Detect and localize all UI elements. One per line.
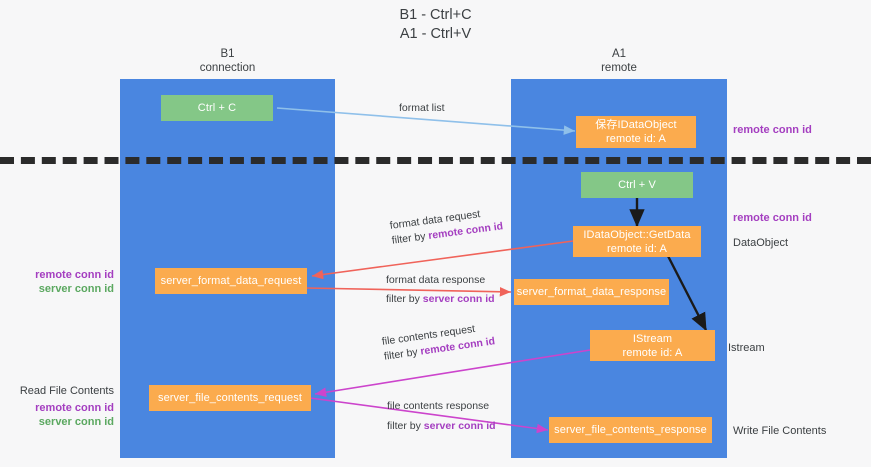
- annotation-right-write-file-contents: Write File Contents: [733, 425, 827, 437]
- edge-label-format-data-response-key: server conn id: [422, 293, 495, 305]
- node-ctrl-v-label: Ctrl + V: [618, 179, 656, 191]
- column-header-a1-role: remote: [601, 62, 637, 74]
- node-istream-line2: remote id: A: [622, 346, 683, 359]
- column-header-a1-name: A1: [611, 48, 627, 60]
- edge-label-format-data-request: format data request filter by remote con…: [389, 204, 504, 248]
- edge-label-file-contents-response-line2: filter by server conn id: [387, 419, 496, 434]
- phase-separator: [0, 157, 871, 164]
- edge-label-file-contents-request: file contents request filter by remote c…: [381, 319, 496, 364]
- edge-label-format-data-response: format data response filter by server co…: [386, 273, 495, 307]
- node-server-file-contents-request-label: server_file_contents_request: [157, 392, 303, 404]
- node-server-file-contents-response-label: server_file_contents_response: [554, 424, 707, 436]
- node-getdata-line2: remote id: A: [607, 242, 667, 255]
- annotation-left-remote-conn-id-bot: remote conn id: [35, 402, 114, 414]
- edge-label-format-data-response-line2: filter by server conn id: [386, 292, 495, 307]
- annotation-left-read-file-contents: Read File Contents: [19, 385, 114, 397]
- node-save-dataobject-line1: 保存IDataObject: [595, 119, 677, 131]
- node-server-file-contents-response[interactable]: server_file_contents_response: [549, 417, 712, 443]
- node-getdata[interactable]: IDataObject::GetData remote id: A: [573, 226, 701, 257]
- node-save-dataobject[interactable]: 保存IDataObject remote id: A: [576, 116, 696, 148]
- annotation-right-remote-conn-id-top: remote conn id: [733, 124, 812, 136]
- column-header-a1: A1 remote: [511, 47, 727, 75]
- annotation-left-server-conn-id-mid: server conn id: [38, 283, 114, 295]
- edge-label-file-contents-request-prefix: filter by: [383, 345, 422, 363]
- annotation-left-conn-ids-mid: remote conn id server conn id: [0, 268, 114, 296]
- node-istream-line1: IStream: [632, 332, 673, 345]
- annotation-right-remote-conn-id-mid: remote conn id: [733, 212, 812, 224]
- edge-label-file-contents-response-line1: file contents response: [387, 400, 490, 412]
- edge-label-file-contents-response: file contents response filter by server …: [387, 399, 496, 434]
- edge-label-format-data-request-prefix: filter by: [391, 230, 430, 247]
- annotation-right-istream: Istream: [728, 342, 765, 354]
- annotation-left-conn-ids-bot: remote conn id server conn id: [0, 401, 114, 429]
- column-header-b1-role: connection: [199, 62, 256, 74]
- edge-label-format-list: format list: [399, 101, 445, 116]
- node-ctrl-c-label: Ctrl + C: [197, 102, 237, 114]
- annotation-left-remote-conn-id-mid: remote conn id: [35, 269, 114, 281]
- edge-label-file-contents-response-prefix: filter by: [387, 420, 424, 432]
- node-save-dataobject-line2: remote id: A: [606, 133, 666, 145]
- column-header-b1: B1 connection: [120, 47, 335, 75]
- node-ctrl-c[interactable]: Ctrl + C: [161, 95, 273, 121]
- node-getdata-line1: IDataObject::GetData: [583, 228, 691, 241]
- node-istream[interactable]: IStream remote id: A: [590, 330, 715, 361]
- annotation-left-server-conn-id-bot: server conn id: [38, 416, 114, 428]
- page-title: B1 - Ctrl+C A1 - Ctrl+V: [399, 7, 472, 42]
- annotation-right-dataobject: DataObject: [733, 237, 789, 249]
- column-header-b1-name: B1: [220, 48, 235, 60]
- node-server-format-data-request[interactable]: server_format_data_request: [155, 268, 307, 294]
- edge-label-format-data-response-prefix: filter by: [386, 293, 423, 305]
- node-ctrl-v[interactable]: Ctrl + V: [581, 172, 693, 198]
- node-server-format-data-response[interactable]: server_format_data_response: [514, 279, 669, 305]
- node-server-format-data-response-label: server_format_data_response: [516, 286, 667, 298]
- edge-label-file-contents-response-key: server conn id: [423, 420, 496, 432]
- node-server-format-data-request-label: server_format_data_request: [160, 275, 302, 287]
- edge-label-format-data-response-line1: format data response: [386, 274, 486, 286]
- edge-label-format-list-line1: format list: [399, 102, 445, 114]
- node-server-file-contents-request[interactable]: server_file_contents_request: [149, 385, 311, 411]
